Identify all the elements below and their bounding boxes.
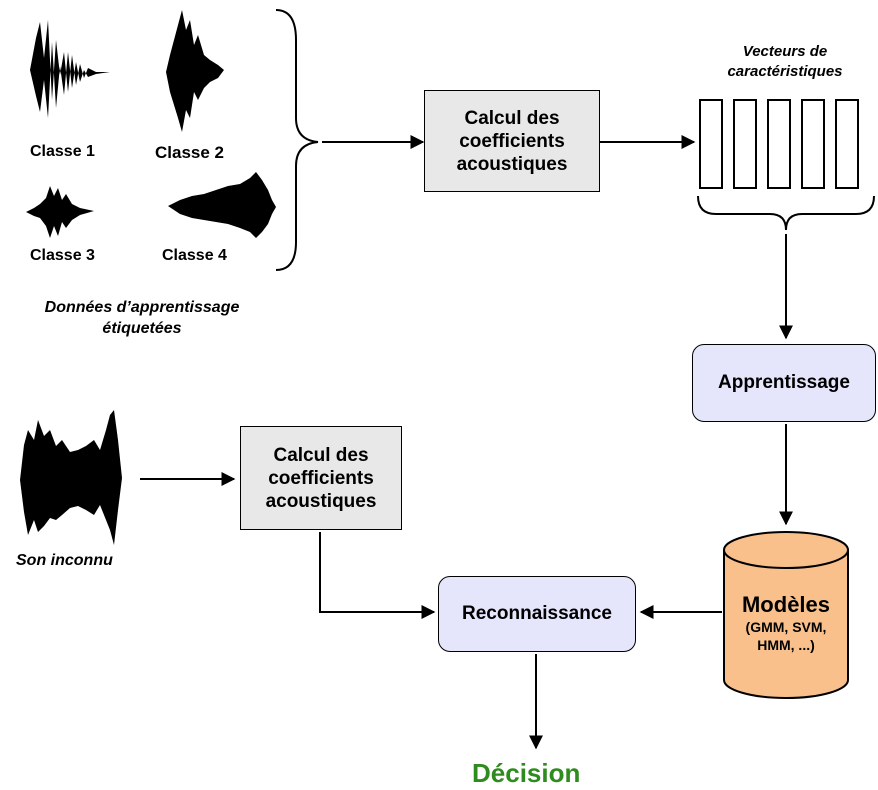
learning-label: Apprentissage [718, 372, 850, 393]
feature-top-line-1: Calcul des [464, 107, 560, 129]
decision-label: Décision [472, 758, 581, 788]
feature-vectors [699, 99, 859, 189]
waveform-class-1 [30, 20, 110, 118]
waveform-class-4 [168, 172, 276, 238]
training-caption-line-2: étiquetées [102, 320, 182, 337]
class-3-label: Classe 3 [30, 247, 95, 264]
training-data-caption: Données d’apprentissage étiquetées [14, 297, 270, 339]
class-1-label: Classe 1 [30, 143, 95, 160]
feature-bottom-line-2: coefficients [268, 467, 374, 489]
recognition-box: Reconnaissance [438, 576, 636, 652]
vectors-caption: Vecteurs de caractéristiques [700, 42, 870, 82]
models-text: Modèles (GMM, SVM, HMM, ...) [724, 592, 848, 654]
models-title: Modèles [741, 592, 831, 617]
feature-bottom-line-1: Calcul des [273, 444, 369, 466]
brace-training [275, 9, 319, 271]
feature-extraction-box-bottom: Calcul des coefficients acoustiques [240, 426, 402, 530]
learning-box: Apprentissage [692, 344, 876, 422]
models-line-1: (GMM, SVM, [745, 619, 827, 635]
vectors-caption-line-1: Vecteurs de [742, 43, 828, 60]
vectors-caption-line-2: caractéristiques [727, 63, 843, 80]
feature-top-line-2: coefficients [459, 130, 565, 152]
feature-top-line-3: acoustiques [456, 153, 568, 175]
waveform-unknown [20, 410, 122, 545]
class-4-label: Classe 4 [162, 247, 227, 264]
waveform-class-2 [166, 10, 224, 132]
waveform-class-3 [26, 186, 94, 238]
models-line-2: HMM, ...) [757, 637, 815, 653]
unknown-sound-caption: Son inconnu [16, 552, 113, 569]
training-caption-line-1: Données d’apprentissage [44, 299, 240, 316]
brace-vectors [697, 195, 875, 231]
feature-extraction-box-top: Calcul des coefficients acoustiques [424, 90, 600, 192]
models-cylinder [723, 531, 849, 699]
class-2-label: Classe 2 [155, 143, 224, 162]
feature-bottom-line-3: acoustiques [265, 490, 377, 512]
recognition-label: Reconnaissance [462, 603, 612, 624]
